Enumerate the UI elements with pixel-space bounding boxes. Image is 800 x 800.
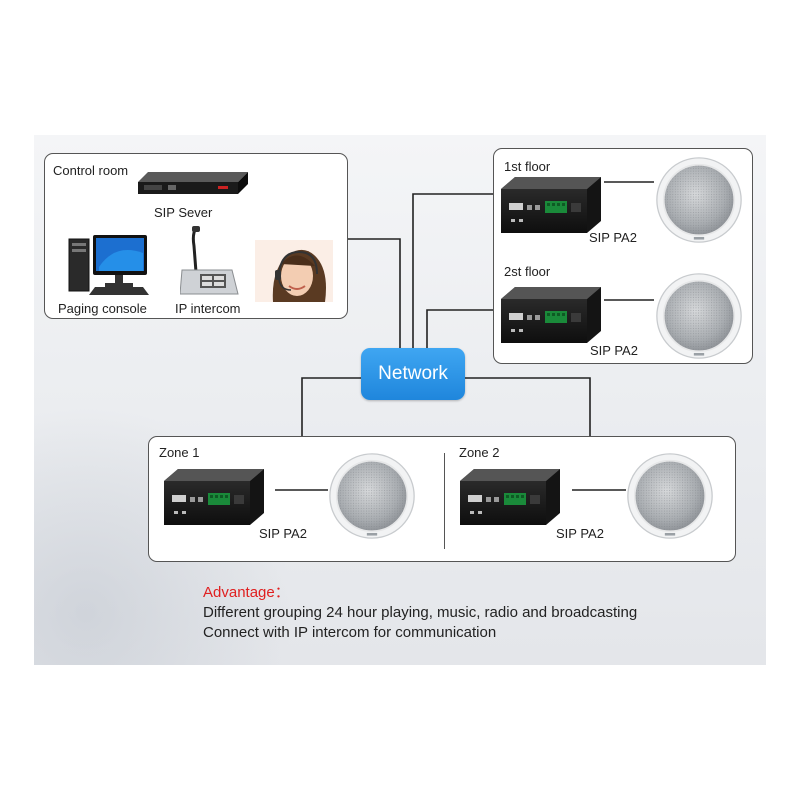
advantage-note: Advantage： Different grouping 24 hour pl…: [203, 583, 637, 643]
advantage-line: Different grouping 24 hour playing, musi…: [203, 604, 638, 621]
ceiling-speaker-icon: [329, 453, 415, 539]
network-node: Network: [361, 348, 465, 400]
zone-1-title: Zone 1: [159, 445, 200, 460]
line-network-to-floor2: [426, 309, 493, 348]
control-room-title: Control room: [53, 163, 129, 178]
zone-1-device-label: SIP PA2: [259, 526, 307, 541]
line-network-to-zone2: [465, 377, 591, 436]
ip-intercom-icon: [180, 226, 239, 295]
sip-pa2-amplifier-icon: [163, 467, 265, 531]
floor-2-device-label: SIP PA2: [590, 343, 638, 358]
sip-server-label: SIP Sever: [154, 205, 213, 220]
floors-box: 1st floor SIP PA2 2st floor SIP PA2: [493, 148, 753, 364]
floor-1-title: 1st floor: [504, 159, 551, 174]
sip-server-icon: [138, 172, 248, 194]
sip-pa2-amplifier-icon: [459, 467, 561, 531]
control-room-box: Control room SIP Sever Paging console IP…: [44, 153, 348, 319]
line-network-to-floor1: [412, 193, 493, 348]
paging-console-label: Paging console: [58, 301, 147, 316]
ip-intercom-label: IP intercom: [175, 301, 241, 316]
line-control-to-network: [346, 238, 401, 348]
zone-divider: [444, 453, 445, 549]
advantage-line: Connect with IP intercom for communicati…: [203, 624, 497, 641]
advantage-heading: Advantage：: [203, 584, 290, 601]
ceiling-speaker-icon: [656, 273, 742, 359]
paging-console-icon: [68, 235, 149, 295]
sip-pa2-amplifier-icon: [500, 175, 602, 239]
zone-2-title: Zone 2: [459, 445, 500, 460]
line-network-to-zone1: [301, 377, 361, 436]
floor-1-device-label: SIP PA2: [589, 230, 637, 245]
sip-pa2-amplifier-icon: [500, 285, 602, 349]
operator-headset-icon: [255, 240, 333, 302]
floor-2-title: 2st floor: [504, 264, 551, 279]
zones-box: Zone 1 SIP PA2 Zone 2 SIP PA2: [148, 436, 736, 562]
ceiling-speaker-icon: [627, 453, 713, 539]
ceiling-speaker-icon: [656, 157, 742, 243]
zone-2-device-label: SIP PA2: [556, 526, 604, 541]
